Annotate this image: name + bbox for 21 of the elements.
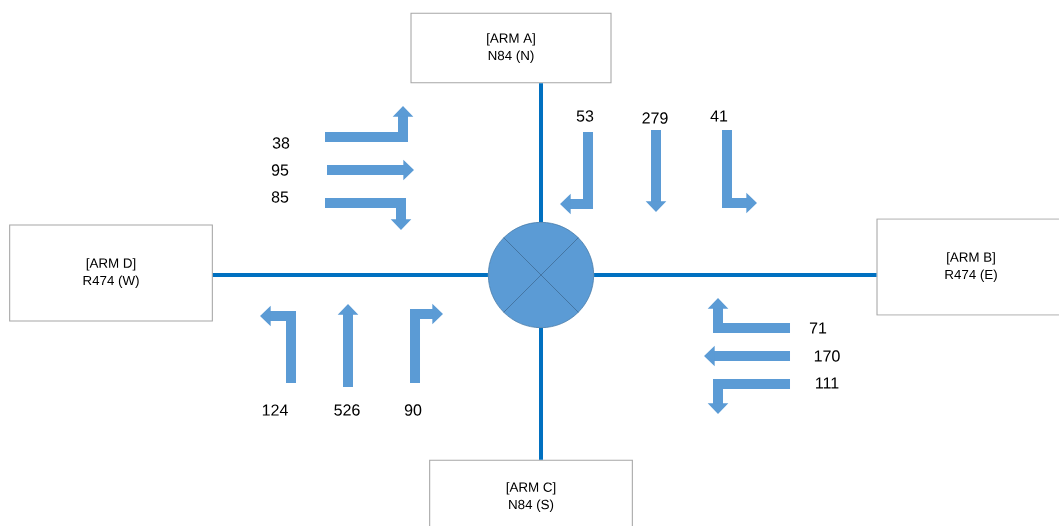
traffic-count: 95 [271, 164, 289, 176]
traffic-count: 526 [334, 404, 360, 416]
road-line [594, 273, 877, 277]
junction-circle [487, 221, 595, 329]
road-line [212, 273, 488, 277]
arm-box: [ARM B] R474 (E) [876, 218, 1059, 316]
arm-box: [ARM A] N84 (N) [410, 12, 612, 84]
traffic-count: 41 [710, 110, 728, 122]
traffic-count: 90 [404, 404, 422, 416]
traffic-count: 124 [262, 404, 288, 416]
traffic-count: 85 [271, 191, 289, 203]
traffic-count: 111 [816, 377, 839, 389]
traffic-count: 38 [272, 137, 290, 149]
traffic-count: 279 [642, 112, 668, 124]
road-line [539, 328, 543, 460]
traffic-count: 71 [809, 322, 827, 334]
traffic-count: 53 [576, 110, 594, 122]
arm-box: [ARM C] N84 (S) [429, 459, 633, 526]
road-line [539, 83, 543, 222]
traffic-count: 170 [814, 350, 840, 362]
arm-box: [ARM D] R474 (W) [9, 224, 213, 322]
